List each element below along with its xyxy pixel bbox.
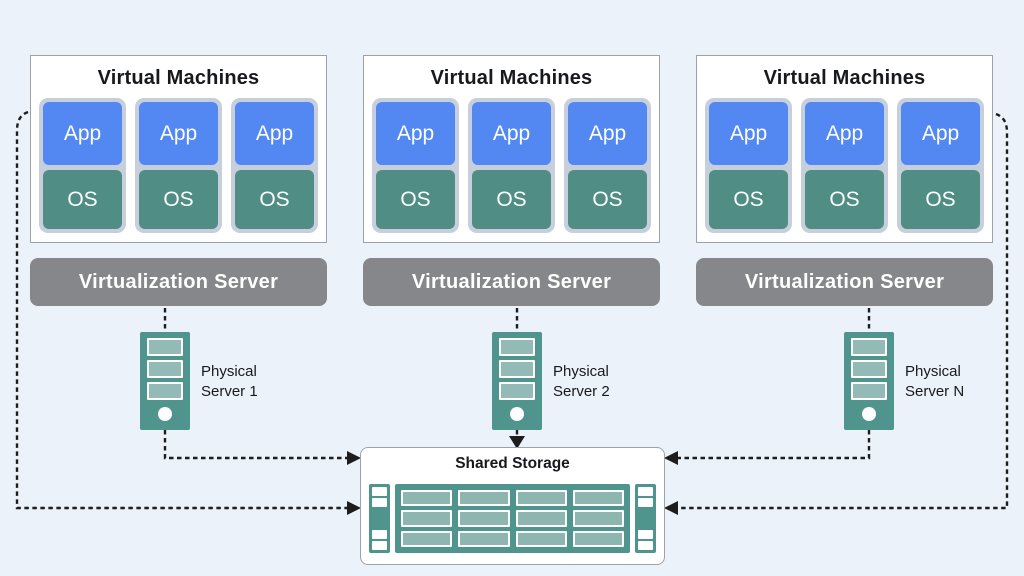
physical-server-icon-n <box>844 332 894 430</box>
os-block: OS <box>235 170 314 229</box>
vm-card: App OS <box>897 98 984 233</box>
app-block: App <box>472 102 551 165</box>
os-block: OS <box>43 170 122 229</box>
drive-slot <box>401 530 453 547</box>
shared-storage: Shared Storage <box>360 447 665 565</box>
app-block: App <box>43 102 122 165</box>
app-block: App <box>805 102 884 165</box>
physical-server-label-2: Physical Server 2 <box>553 363 610 400</box>
arrowhead <box>347 451 361 465</box>
app-block: App <box>568 102 647 165</box>
vm-group-title: Virtual Machines <box>763 67 926 89</box>
os-block: OS <box>376 170 455 229</box>
vm-card: App OS <box>231 98 318 233</box>
drive-slot <box>515 530 567 547</box>
server-slot <box>851 338 887 356</box>
vm-group-2: Virtual Machines App OS App OS App OS <box>363 55 660 243</box>
os-block: OS <box>709 170 788 229</box>
vm-card-row: App OS App OS App OS <box>372 98 651 233</box>
vm-card: App OS <box>564 98 651 233</box>
os-block: OS <box>805 170 884 229</box>
drive-slot <box>401 490 453 507</box>
vm-group-title: Virtual Machines <box>430 67 593 89</box>
vm-card: App OS <box>468 98 555 233</box>
server-slot <box>499 360 535 378</box>
cap-slot <box>372 541 387 550</box>
server-slot <box>499 382 535 400</box>
server-slot <box>147 360 183 378</box>
storage-array-icon <box>369 484 656 553</box>
cap-slot <box>372 498 387 507</box>
app-block: App <box>376 102 455 165</box>
vm-group-1: Virtual Machines App OS App OS App OS <box>30 55 327 243</box>
virtualization-server-bar-1: Virtualization Server <box>30 258 327 306</box>
virtualization-server-bar-3: Virtualization Server <box>696 258 993 306</box>
arrowhead <box>347 501 361 515</box>
server-led <box>862 407 876 421</box>
cap-slot <box>638 498 653 507</box>
physical-server-icon-2 <box>492 332 542 430</box>
cap-slot-group <box>638 487 653 507</box>
vm-card: App OS <box>39 98 126 233</box>
physical-server-label-1: Physical Server 1 <box>201 363 258 400</box>
app-block: App <box>139 102 218 165</box>
server-slot <box>499 338 535 356</box>
vm-group-3: Virtual Machines App OS App OS App OS <box>696 55 993 243</box>
vm-card: App OS <box>135 98 222 233</box>
drive-slot <box>515 510 567 527</box>
vm-card: App OS <box>705 98 792 233</box>
server-slot <box>851 382 887 400</box>
vm-group-title: Virtual Machines <box>97 67 260 89</box>
cap-slot-group <box>372 487 387 507</box>
app-block: App <box>901 102 980 165</box>
cap-slot <box>638 541 653 550</box>
physical-server-icon-1 <box>140 332 190 430</box>
cap-slot <box>372 487 387 496</box>
vm-card: App OS <box>801 98 888 233</box>
cap-slot-group <box>638 530 653 550</box>
server-slot <box>851 360 887 378</box>
os-block: OS <box>568 170 647 229</box>
drive-slot <box>572 510 624 527</box>
storage-endcap-left <box>369 484 390 553</box>
drive-slot <box>458 510 510 527</box>
shared-storage-title: Shared Storage <box>455 455 570 472</box>
arrowhead <box>664 501 678 515</box>
drive-slot <box>401 510 453 527</box>
cap-slot-group <box>372 530 387 550</box>
arrowhead <box>664 451 678 465</box>
conn-server1-to-storage <box>163 430 348 460</box>
cap-slot <box>638 530 653 539</box>
cap-slot <box>372 530 387 539</box>
conn-serverN-to-storage <box>677 430 871 460</box>
drive-slot <box>458 530 510 547</box>
physical-server-label-n: Physical Server N <box>905 363 965 400</box>
server-slot <box>147 382 183 400</box>
app-block: App <box>235 102 314 165</box>
virtualization-server-bar-2: Virtualization Server <box>363 258 660 306</box>
storage-endcap-right <box>635 484 656 553</box>
os-block: OS <box>901 170 980 229</box>
server-slot <box>147 338 183 356</box>
os-block: OS <box>472 170 551 229</box>
vm-card: App OS <box>372 98 459 233</box>
app-block: App <box>709 102 788 165</box>
vm-card-row: App OS App OS App OS <box>39 98 318 233</box>
drive-slot <box>458 490 510 507</box>
storage-drive-tray <box>395 484 630 553</box>
os-block: OS <box>139 170 218 229</box>
vm-card-row: App OS App OS App OS <box>705 98 984 233</box>
drive-slot <box>572 530 624 547</box>
drive-slot <box>572 490 624 507</box>
server-led <box>158 407 172 421</box>
server-led <box>510 407 524 421</box>
drive-slot <box>515 490 567 507</box>
cap-slot <box>638 487 653 496</box>
